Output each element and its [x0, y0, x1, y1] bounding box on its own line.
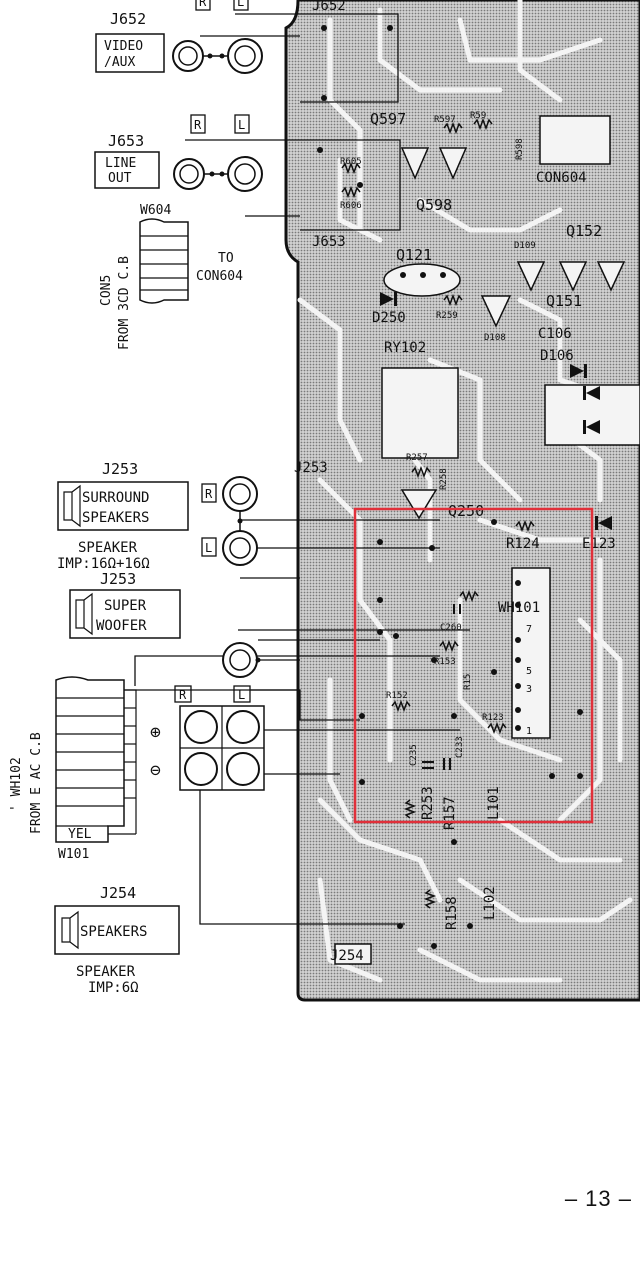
- harness-wh102: YEL W101 ' WH102 FROM E AC C.B: [9, 676, 137, 862]
- j254-imp: IMP:6Ω: [88, 980, 139, 996]
- wh101-pin-1: 1: [526, 726, 532, 737]
- terminal-ch-l: L: [238, 688, 245, 702]
- jack-j254: J254 SPEAKERS SPEAKER IMP:6Ω: [54, 884, 180, 996]
- pcb-j653: J653: [312, 234, 346, 250]
- pcb-q597: Q597: [370, 110, 406, 128]
- jack-j253-name: J253: [102, 460, 138, 478]
- wh101-pin-7: 7: [526, 624, 532, 635]
- surround-label-2: SPEAKERS: [82, 510, 149, 526]
- wh102-label: ' WH102: [9, 757, 24, 812]
- pcb-con604: CON604: [536, 170, 587, 186]
- pcb-r253: R253: [420, 786, 436, 820]
- pcb-wh101: WH101: [498, 600, 540, 616]
- jack-j653-ch-r: R: [194, 118, 202, 132]
- jack-j253-surround: J253 SURROUND SPEAKERS R L SPEAKER IMP:1…: [57, 460, 258, 572]
- pcb-l102: L102: [482, 886, 498, 920]
- jack-j653: J653 R L LINE OUT: [94, 114, 263, 192]
- jack-j253-woofer-name: J253: [100, 570, 136, 588]
- to-label: TO: [218, 251, 234, 266]
- jack-j652: J652 R L VIDEO /AUX: [95, 0, 263, 74]
- pcb-d250: D250: [372, 310, 406, 326]
- con604-target-label: CON604: [196, 269, 243, 284]
- highlight-box: [353, 507, 594, 824]
- pcb-j652: J652: [312, 0, 346, 14]
- woofer-label-2: WOOFER: [96, 618, 147, 634]
- pcb-d108: D108: [484, 333, 506, 343]
- terminal-minus: ⊖: [150, 760, 161, 781]
- pcb-c233: C233: [455, 736, 465, 758]
- from-ac-label: FROM E AC C.B: [29, 732, 44, 834]
- terminal-ch-r: R: [179, 688, 187, 702]
- yel-label: YEL: [68, 827, 92, 842]
- surround-imp: IMP:16Ω+16Ω: [57, 556, 150, 572]
- pcb-q250: Q250: [448, 502, 484, 520]
- pcb-r257: R257: [406, 453, 428, 463]
- pcb-r157: R157: [442, 796, 458, 830]
- pcb-ry102: RY102: [384, 340, 426, 356]
- jack-j653-label-1: LINE: [105, 156, 136, 171]
- page-number: – 13 –: [564, 1186, 632, 1211]
- jack-j652-ch-l: L: [237, 0, 244, 9]
- pcb-q598: Q598: [416, 196, 452, 214]
- w604-label: W604: [140, 203, 171, 218]
- wh101-pin-3: 3: [526, 684, 532, 695]
- jack-j653-ch-l: L: [238, 118, 245, 132]
- pcb-r606: R606: [340, 201, 362, 211]
- j254-imp-title: SPEAKER: [76, 964, 136, 980]
- pcb-e123: E123: [582, 536, 616, 552]
- pcb-r152: R152: [386, 691, 408, 701]
- harness-w604: W604 CON5 FROM 3CD C.B TO CON604: [99, 203, 243, 350]
- pcb-board: [124, 0, 640, 1002]
- pcb-r258: R258: [439, 468, 449, 490]
- pcb-r259: R259: [436, 311, 458, 321]
- pcb-r598: R598: [515, 138, 525, 160]
- pcb-d106: D106: [540, 348, 574, 364]
- jack-j652-name: J652: [110, 10, 146, 28]
- wh101-pin-5: 5: [526, 666, 532, 677]
- pcb-j254: J254: [330, 948, 364, 964]
- jack-j253-woofer: J253 SUPER WOOFER: [69, 570, 261, 678]
- pcb-labels: J652 Q597 R597 R59 R598 CON604 R605 R606…: [294, 0, 616, 964]
- surround-imp-title: SPEAKER: [78, 540, 138, 556]
- jack-j254-name: J254: [100, 884, 136, 902]
- jack-j653-name: J653: [108, 132, 144, 150]
- pcb-r59: R59: [470, 111, 486, 121]
- pcb-q152: Q152: [566, 222, 602, 240]
- pcb-r124: R124: [506, 536, 540, 552]
- pcb-r123: R123: [482, 713, 504, 723]
- surround-ch-r: R: [205, 487, 213, 501]
- pcb-c260: C260: [440, 623, 462, 633]
- pcb-r605: R605: [340, 157, 362, 167]
- woofer-label-1: SUPER: [104, 598, 147, 614]
- pcb-r15: R15: [463, 674, 473, 690]
- jack-j652-ch-r: R: [199, 0, 207, 9]
- j254-label: SPEAKERS: [80, 924, 147, 940]
- jack-j652-label-1: VIDEO: [104, 39, 143, 54]
- pcb-c235: C235: [409, 744, 419, 766]
- surround-ch-l: L: [205, 541, 212, 555]
- pcb-l101: L101: [486, 786, 502, 820]
- surround-label-1: SURROUND: [82, 490, 149, 506]
- pcb-r597: R597: [434, 115, 456, 125]
- pcb-r158: R158: [444, 896, 460, 930]
- pcb-d109: D109: [514, 241, 536, 251]
- con5-label: CON5: [99, 275, 114, 306]
- pcb-q121: Q121: [396, 246, 432, 264]
- pcb-j253: J253: [294, 460, 328, 476]
- jack-j652-label-2: /AUX: [104, 55, 135, 70]
- from-3cd-label: FROM 3CD C.B: [117, 256, 132, 350]
- pcb-q151: Q151: [546, 292, 582, 310]
- pcb-c106: C106: [538, 326, 572, 342]
- speaker-terminal-block: R L ⊕ ⊖: [150, 685, 265, 791]
- jack-j653-label-2: OUT: [108, 171, 132, 186]
- terminal-plus: ⊕: [150, 722, 161, 743]
- w101-label: W101: [58, 847, 89, 862]
- pcb-r153: R153: [434, 657, 456, 667]
